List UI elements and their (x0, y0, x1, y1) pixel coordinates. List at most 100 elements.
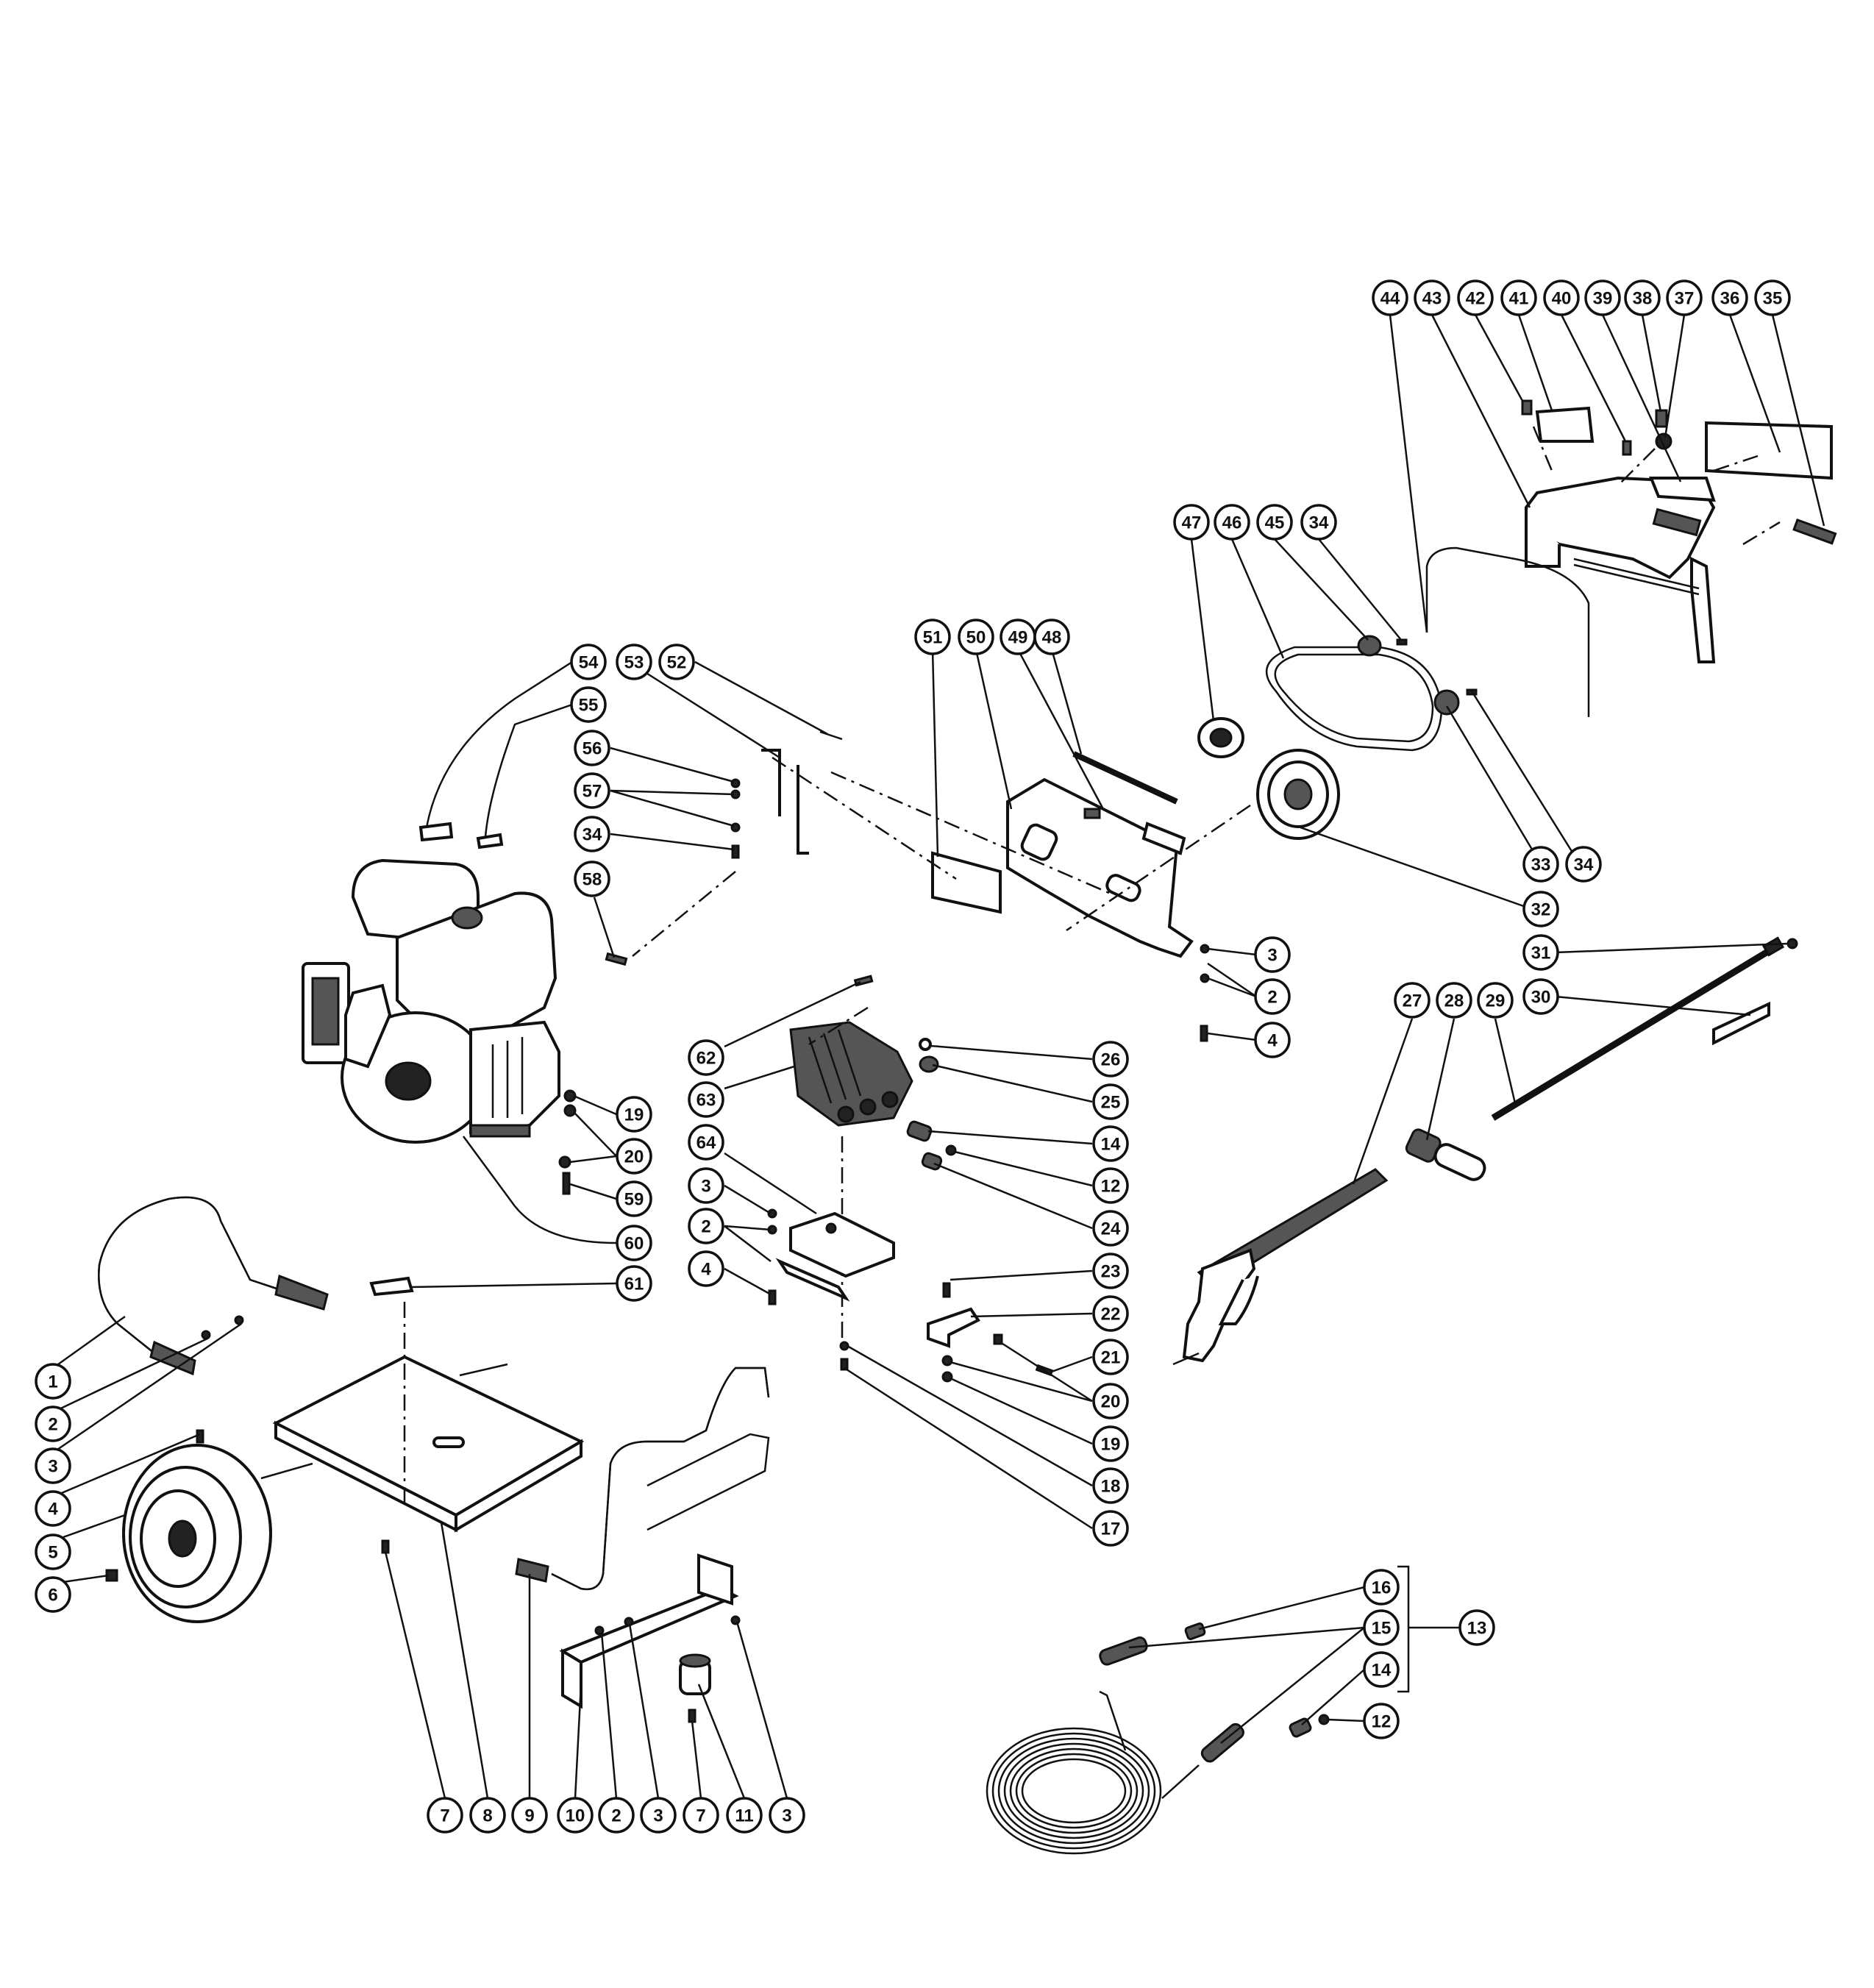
callout-label: 17 (1101, 1519, 1121, 1539)
callout-label: 18 (1101, 1477, 1121, 1497)
callout-17: 17 (1092, 1510, 1129, 1547)
callout-20: 20 (616, 1138, 652, 1175)
callout-label: 20 (1101, 1392, 1121, 1412)
bracket-22 (927, 1307, 980, 1348)
callout-circle (914, 619, 951, 655)
callout-circle (1092, 1467, 1129, 1504)
decal-41 (1535, 406, 1595, 443)
bushing-33 (1433, 689, 1460, 716)
callout-circle (35, 1533, 71, 1570)
callout-circle (1092, 1425, 1129, 1462)
washer-20b2 (941, 1355, 953, 1367)
callout-label: 26 (1101, 1050, 1121, 1070)
callout-14: 14 (1363, 1651, 1400, 1688)
callout-57: 57 (574, 772, 610, 809)
callout-label: 21 (1101, 1348, 1121, 1368)
callout-circle (1372, 279, 1408, 316)
callout-circle (1624, 279, 1661, 316)
decal-61 (369, 1276, 414, 1297)
callout-circle (1300, 504, 1337, 541)
callout-10: 10 (557, 1797, 594, 1834)
wand-29 (1491, 946, 1775, 1121)
callout-label: 3 (48, 1457, 57, 1477)
callout-label: 13 (1467, 1619, 1487, 1639)
engine-60 (302, 858, 560, 1144)
callout-2: 2 (598, 1797, 635, 1834)
callout-64: 64 (688, 1124, 724, 1161)
callout-43: 43 (1414, 279, 1450, 316)
callout-label: 62 (696, 1049, 716, 1069)
nut-3c (234, 1315, 244, 1325)
callout-8: 8 (469, 1797, 506, 1834)
callout-33: 33 (1522, 846, 1559, 883)
callout-40: 40 (1543, 279, 1580, 316)
callout-51: 51 (914, 619, 951, 655)
callout-circle (1092, 1041, 1129, 1077)
callout-label: 3 (1267, 946, 1277, 966)
callout-circle (1254, 936, 1291, 973)
leader-lines (52, 314, 1825, 1799)
callout-circle (1394, 982, 1431, 1019)
callout-45: 45 (1256, 504, 1293, 541)
group-bracket-13 (1397, 1565, 1410, 1693)
callout-circle (1522, 934, 1559, 971)
callout-42: 42 (1457, 279, 1494, 316)
callout-circle (640, 1797, 677, 1834)
callout-label: 12 (1101, 1177, 1121, 1197)
callout-circle (1458, 1609, 1495, 1646)
spray-gun-27 (1172, 1168, 1389, 1366)
callout-circle (469, 1797, 506, 1834)
callout-circle (1363, 1569, 1400, 1606)
frame-plate-8 (272, 1302, 585, 1533)
callout-21: 21 (1092, 1339, 1129, 1375)
callout-label: 34 (582, 825, 602, 845)
callout-circle (1254, 978, 1291, 1015)
callout-4: 4 (35, 1490, 71, 1527)
pump-63 (789, 1021, 913, 1127)
callout-circle (958, 619, 994, 655)
callout-label: 40 (1552, 289, 1572, 309)
callout-label: 27 (1403, 991, 1422, 1011)
callout-circle (726, 1797, 763, 1834)
callout-label: 2 (701, 1217, 710, 1237)
callout-circle (1214, 504, 1250, 541)
callout-label: 23 (1101, 1262, 1121, 1282)
fitting-25 (919, 1055, 939, 1073)
plug-26 (919, 1038, 932, 1051)
decal-36 (1705, 421, 1833, 480)
callout-7: 7 (683, 1797, 719, 1834)
callout-label: 44 (1380, 289, 1400, 309)
guard-plate-50 (1006, 777, 1194, 958)
callout-12: 12 (1363, 1703, 1400, 1739)
callout-label: 19 (624, 1105, 644, 1125)
callout-label: 37 (1675, 289, 1695, 309)
frame-clamp-9 (515, 1558, 549, 1583)
callout-label: 41 (1509, 289, 1529, 309)
callout-circle (1092, 1295, 1129, 1332)
callout-15: 15 (1363, 1609, 1400, 1646)
callout-label: 36 (1720, 289, 1740, 309)
bolt-7b (688, 1709, 696, 1723)
callout-62: 62 (688, 1039, 724, 1076)
callout-circle (616, 1265, 652, 1302)
callout-47: 47 (1173, 504, 1210, 541)
belt-46 (1265, 646, 1443, 752)
bolt-4c (196, 1429, 204, 1444)
nut-3b (767, 1208, 777, 1219)
callout-label: 14 (1101, 1135, 1121, 1155)
callout-3: 3 (35, 1447, 71, 1484)
callout-label: 64 (696, 1133, 716, 1153)
callout-label: 8 (482, 1806, 492, 1826)
callout-circle (570, 686, 607, 723)
bolt-58 (605, 952, 628, 966)
bar-48 (1072, 751, 1178, 805)
oring-12b (1318, 1714, 1330, 1725)
callout-circle (574, 861, 610, 897)
callout-circle (35, 1576, 71, 1613)
callout-circle (570, 644, 607, 680)
callout-circle (1711, 279, 1748, 316)
callout-52: 52 (658, 644, 695, 680)
callout-label: 5 (48, 1543, 57, 1563)
callout-label: 4 (701, 1260, 711, 1280)
